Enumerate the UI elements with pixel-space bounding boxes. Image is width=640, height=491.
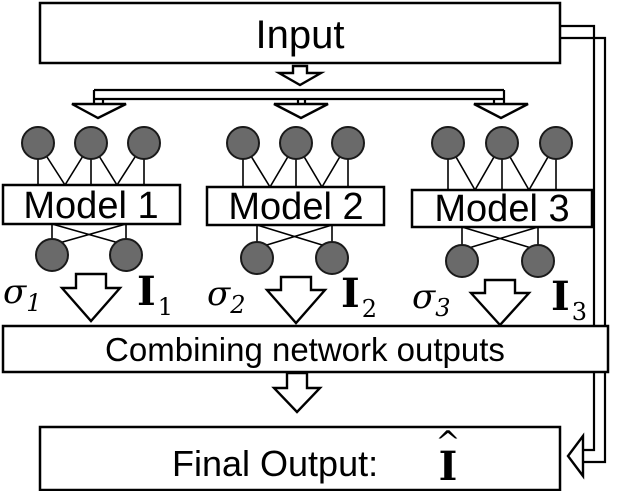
combining-box: Combining network outputs [1,324,610,374]
output-symbol-1: I1 [137,268,173,321]
output-3: I [551,273,570,320]
model-label-3: Model 3 [434,188,569,230]
node [127,126,161,160]
distribution-bar [92,88,506,104]
bypass-arrow-head [566,432,585,480]
sigma-sub-3: 3 [435,294,450,322]
sigma-symbol-1: σ1 [3,272,42,317]
model-network-1: Model 1 σ1 I1 [1,126,182,323]
branch-arrow-1 [71,102,127,120]
node [21,126,55,160]
sigma-3: σ [412,277,436,317]
output-sub-2: 2 [362,295,377,323]
sigma-sub-2: 2 [229,291,245,319]
node [431,126,465,160]
node [279,126,313,160]
final-output-box: Final Output: ^ I [38,425,562,491]
output-arrow-3 [468,278,532,327]
sigma-2: σ [207,274,231,314]
model-network-2: Model 2 σ2 I2 [205,126,386,325]
branch-arrow-2 [273,102,329,120]
input-label: Input [256,13,345,57]
branch-arrow-3 [473,102,529,120]
output-1: I [137,268,156,315]
output-symbol-3: I3 [551,273,587,326]
node [35,238,69,272]
node [315,241,349,275]
sigma-symbol-3: σ3 [412,277,451,322]
sigma-sub-1: 1 [26,289,41,317]
output-arrow-2 [264,275,328,325]
node [485,126,519,160]
node [521,244,555,278]
final-hat: ^ [435,425,460,460]
combine-down-arrow [271,371,323,414]
output-sub-3: 3 [572,298,587,326]
node [74,126,108,160]
model-label-2: Model 2 [228,186,363,228]
output-symbol-2: I2 [341,270,377,323]
node [240,241,274,275]
model-network-3: Model 3 σ3 I3 [410,126,594,327]
input-box: Input [38,1,562,65]
final-symbol: I [439,443,458,490]
final-output-label: Final Output: [172,443,378,484]
combining-label: Combining network outputs [105,331,505,368]
node [445,244,479,278]
output-2: I [341,270,360,317]
node [539,126,573,160]
node [109,238,143,272]
sigma-1: σ [3,272,27,312]
node [226,126,260,160]
sigma-symbol-2: σ2 [207,274,246,319]
bypass-connector [560,24,607,480]
output-arrow-1 [59,272,123,323]
output-sub-1: 1 [158,293,173,321]
model-label-1: Model 1 [23,185,158,227]
node [331,126,365,160]
input-down-arrow [274,64,326,87]
